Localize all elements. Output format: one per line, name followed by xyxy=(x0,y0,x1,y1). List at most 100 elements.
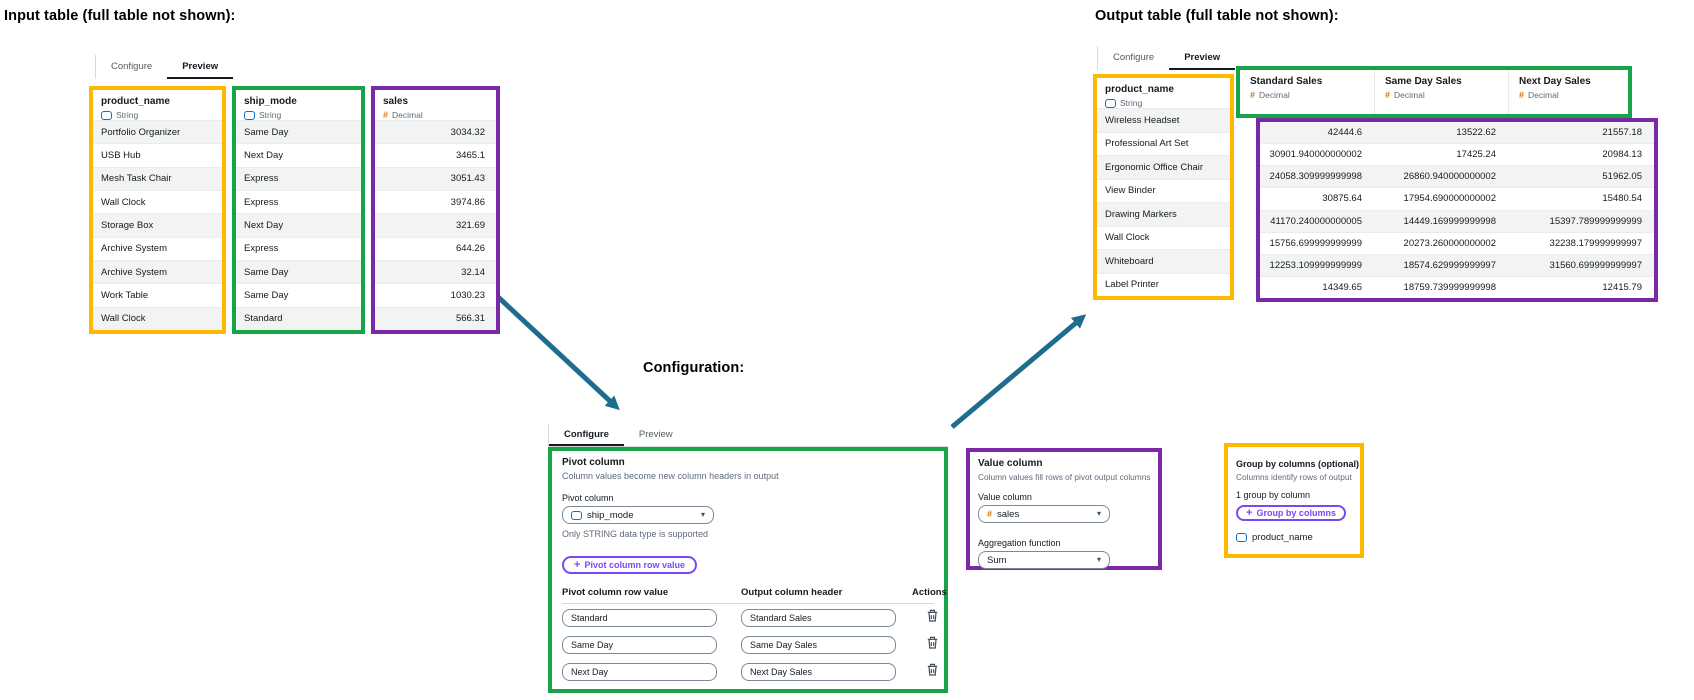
table-cell: Label Printer xyxy=(1097,272,1230,297)
group-by-column-item: product_name xyxy=(1236,532,1352,543)
value-column-label: Value column xyxy=(978,492,1032,502)
tab-configure[interactable]: Configure xyxy=(1113,51,1155,63)
table-cell: 30901.940000000002 xyxy=(1269,149,1362,161)
table-cell: 1030.23 xyxy=(375,283,496,306)
input-sales-column: sales #Decimal 3034.32 3465.1 3051.43 39… xyxy=(371,86,500,334)
output-table-title: Output table (full table not shown): xyxy=(1095,8,1339,24)
decimal-type-icon: # xyxy=(1250,89,1256,100)
table-row: 14349.65 18759.739999999998 12415.79 xyxy=(1260,275,1654,298)
caret-down-icon: ▾ xyxy=(700,510,705,519)
table-cell: View Binder xyxy=(1097,178,1230,203)
input-table-title: Input table (full table not shown): xyxy=(4,8,236,24)
table-cell: 13522.62 xyxy=(1456,127,1496,139)
output-product-name-column: product_name String Wireless Headset Pro… xyxy=(1093,74,1234,300)
panel-description: Column values become new column headers … xyxy=(562,471,779,481)
delete-row-button[interactable] xyxy=(924,635,940,651)
output-column-header-input[interactable] xyxy=(741,663,896,681)
button-label: Pivot column row value xyxy=(584,560,685,570)
tab-preview[interactable]: Preview xyxy=(167,55,234,79)
column-header-label: Output column header xyxy=(741,587,843,598)
delete-row-button[interactable] xyxy=(924,608,940,624)
caret-down-icon: ▾ xyxy=(1096,509,1101,518)
column-name: ship_mode xyxy=(244,96,297,107)
panel-description: Columns identify rows of output xyxy=(1236,472,1352,482)
pivot-row-value-input[interactable] xyxy=(562,609,717,627)
aggregation-function-select[interactable]: Sum ▾ xyxy=(978,551,1110,569)
pivot-column-panel: Pivot column Column values become new co… xyxy=(548,447,948,693)
trash-icon xyxy=(927,664,937,676)
column-header: Same Day Sales #Decimal xyxy=(1374,70,1508,114)
column-type-label: Decimal xyxy=(1259,90,1290,100)
arrow-input-to-config xyxy=(495,294,620,411)
button-label: Group by columns xyxy=(1256,508,1336,518)
column-header: product_name String xyxy=(93,90,222,120)
trash-icon xyxy=(927,610,937,622)
tab-configure[interactable]: Configure xyxy=(549,424,624,446)
table-cell: Wall Clock xyxy=(93,306,222,330)
decimal-type-icon: # xyxy=(1385,89,1391,100)
table-cell: Express xyxy=(236,236,361,260)
column-type-label: Decimal xyxy=(1528,90,1559,100)
selected-value: ship_mode xyxy=(587,509,634,521)
table-cell: Work Table xyxy=(93,283,222,306)
table-cell: 12253.109999999999 xyxy=(1269,259,1362,271)
table-cell: 31560.699999999997 xyxy=(1549,259,1642,271)
table-row: 42444.6 13522.62 21557.18 xyxy=(1260,122,1654,144)
table-cell: 21557.18 xyxy=(1602,127,1642,139)
pivot-row-value-input[interactable] xyxy=(562,663,717,681)
table-cell: 20984.13 xyxy=(1602,149,1642,161)
output-pivot-headers: Standard Sales #Decimal Same Day Sales #… xyxy=(1236,66,1632,118)
column-type-label: String xyxy=(116,110,139,120)
table-cell: 321.69 xyxy=(375,213,496,237)
table-cell: Next Day xyxy=(236,213,361,237)
pivot-row xyxy=(562,631,937,658)
output-column-header-input[interactable] xyxy=(741,609,896,627)
column-header: ship_mode String xyxy=(236,90,361,120)
input-ship-mode-column: ship_mode String Same Day Next Day Expre… xyxy=(232,86,365,334)
table-cell: Ergonomic Office Chair xyxy=(1097,155,1230,179)
column-type-label: Decimal xyxy=(1394,90,1425,100)
table-cell: Express xyxy=(236,166,361,190)
pivot-rows-table-header: Pivot column row value Output column hea… xyxy=(562,587,947,604)
plus-icon: + xyxy=(574,558,581,571)
pivot-row xyxy=(562,604,937,631)
table-cell: 18574.629999999997 xyxy=(1403,259,1496,271)
pivot-column-hint: Only STRING data type is supported xyxy=(562,529,709,539)
table-cell: 42444.6 xyxy=(1327,127,1362,139)
caret-down-icon: ▾ xyxy=(1096,555,1101,564)
column-header-label: Pivot column row value xyxy=(562,587,669,598)
column-name: Next Day Sales xyxy=(1519,76,1591,87)
table-cell: Wall Clock xyxy=(93,189,222,213)
table-cell: 3034.32 xyxy=(375,120,496,144)
string-type-icon xyxy=(571,510,582,520)
delete-row-button[interactable] xyxy=(924,662,940,678)
value-column-panel: Value column Column values fill rows of … xyxy=(966,448,1162,570)
table-cell: 644.26 xyxy=(375,236,496,260)
table-cell: Storage Box xyxy=(93,213,222,237)
panel-title: Group by columns (optional) xyxy=(1236,459,1359,469)
output-pivot-data: 42444.6 13522.62 21557.18 30901.94000000… xyxy=(1256,118,1658,302)
output-column-header-input[interactable] xyxy=(741,636,896,654)
table-row: 15756.699999999999 20273.260000000002 32… xyxy=(1260,231,1654,254)
pivot-row-value-input[interactable] xyxy=(562,636,717,654)
tab-configure[interactable]: Configure xyxy=(111,60,153,72)
input-product-name-column: product_name String Portfolio Organizer … xyxy=(89,86,226,334)
table-cell: 17954.690000000002 xyxy=(1403,193,1496,205)
tab-preview[interactable]: Preview xyxy=(1169,46,1236,70)
add-group-by-columns-button[interactable]: + Group by columns xyxy=(1236,505,1346,521)
panel-description: Column values fill rows of pivot output … xyxy=(978,472,1151,482)
value-column-select[interactable]: # sales ▾ xyxy=(978,505,1110,523)
table-cell: Express xyxy=(236,189,361,213)
column-header: Next Day Sales #Decimal xyxy=(1508,70,1628,114)
table-cell: 14449.169999999998 xyxy=(1403,215,1496,227)
pivot-column-select[interactable]: ship_mode ▾ xyxy=(562,506,714,524)
column-header: sales #Decimal xyxy=(375,90,496,120)
table-cell: 51962.05 xyxy=(1602,171,1642,183)
table-row: 30901.940000000002 17425.24 20984.13 xyxy=(1260,143,1654,165)
tab-preview[interactable]: Preview xyxy=(638,428,673,440)
add-pivot-row-value-button[interactable]: + Pivot column row value xyxy=(562,556,697,574)
column-type-label: Decimal xyxy=(392,110,423,120)
table-cell: 12415.79 xyxy=(1602,281,1642,293)
table-cell: 18759.739999999998 xyxy=(1403,281,1496,293)
table-cell: Wall Clock xyxy=(1097,225,1230,250)
